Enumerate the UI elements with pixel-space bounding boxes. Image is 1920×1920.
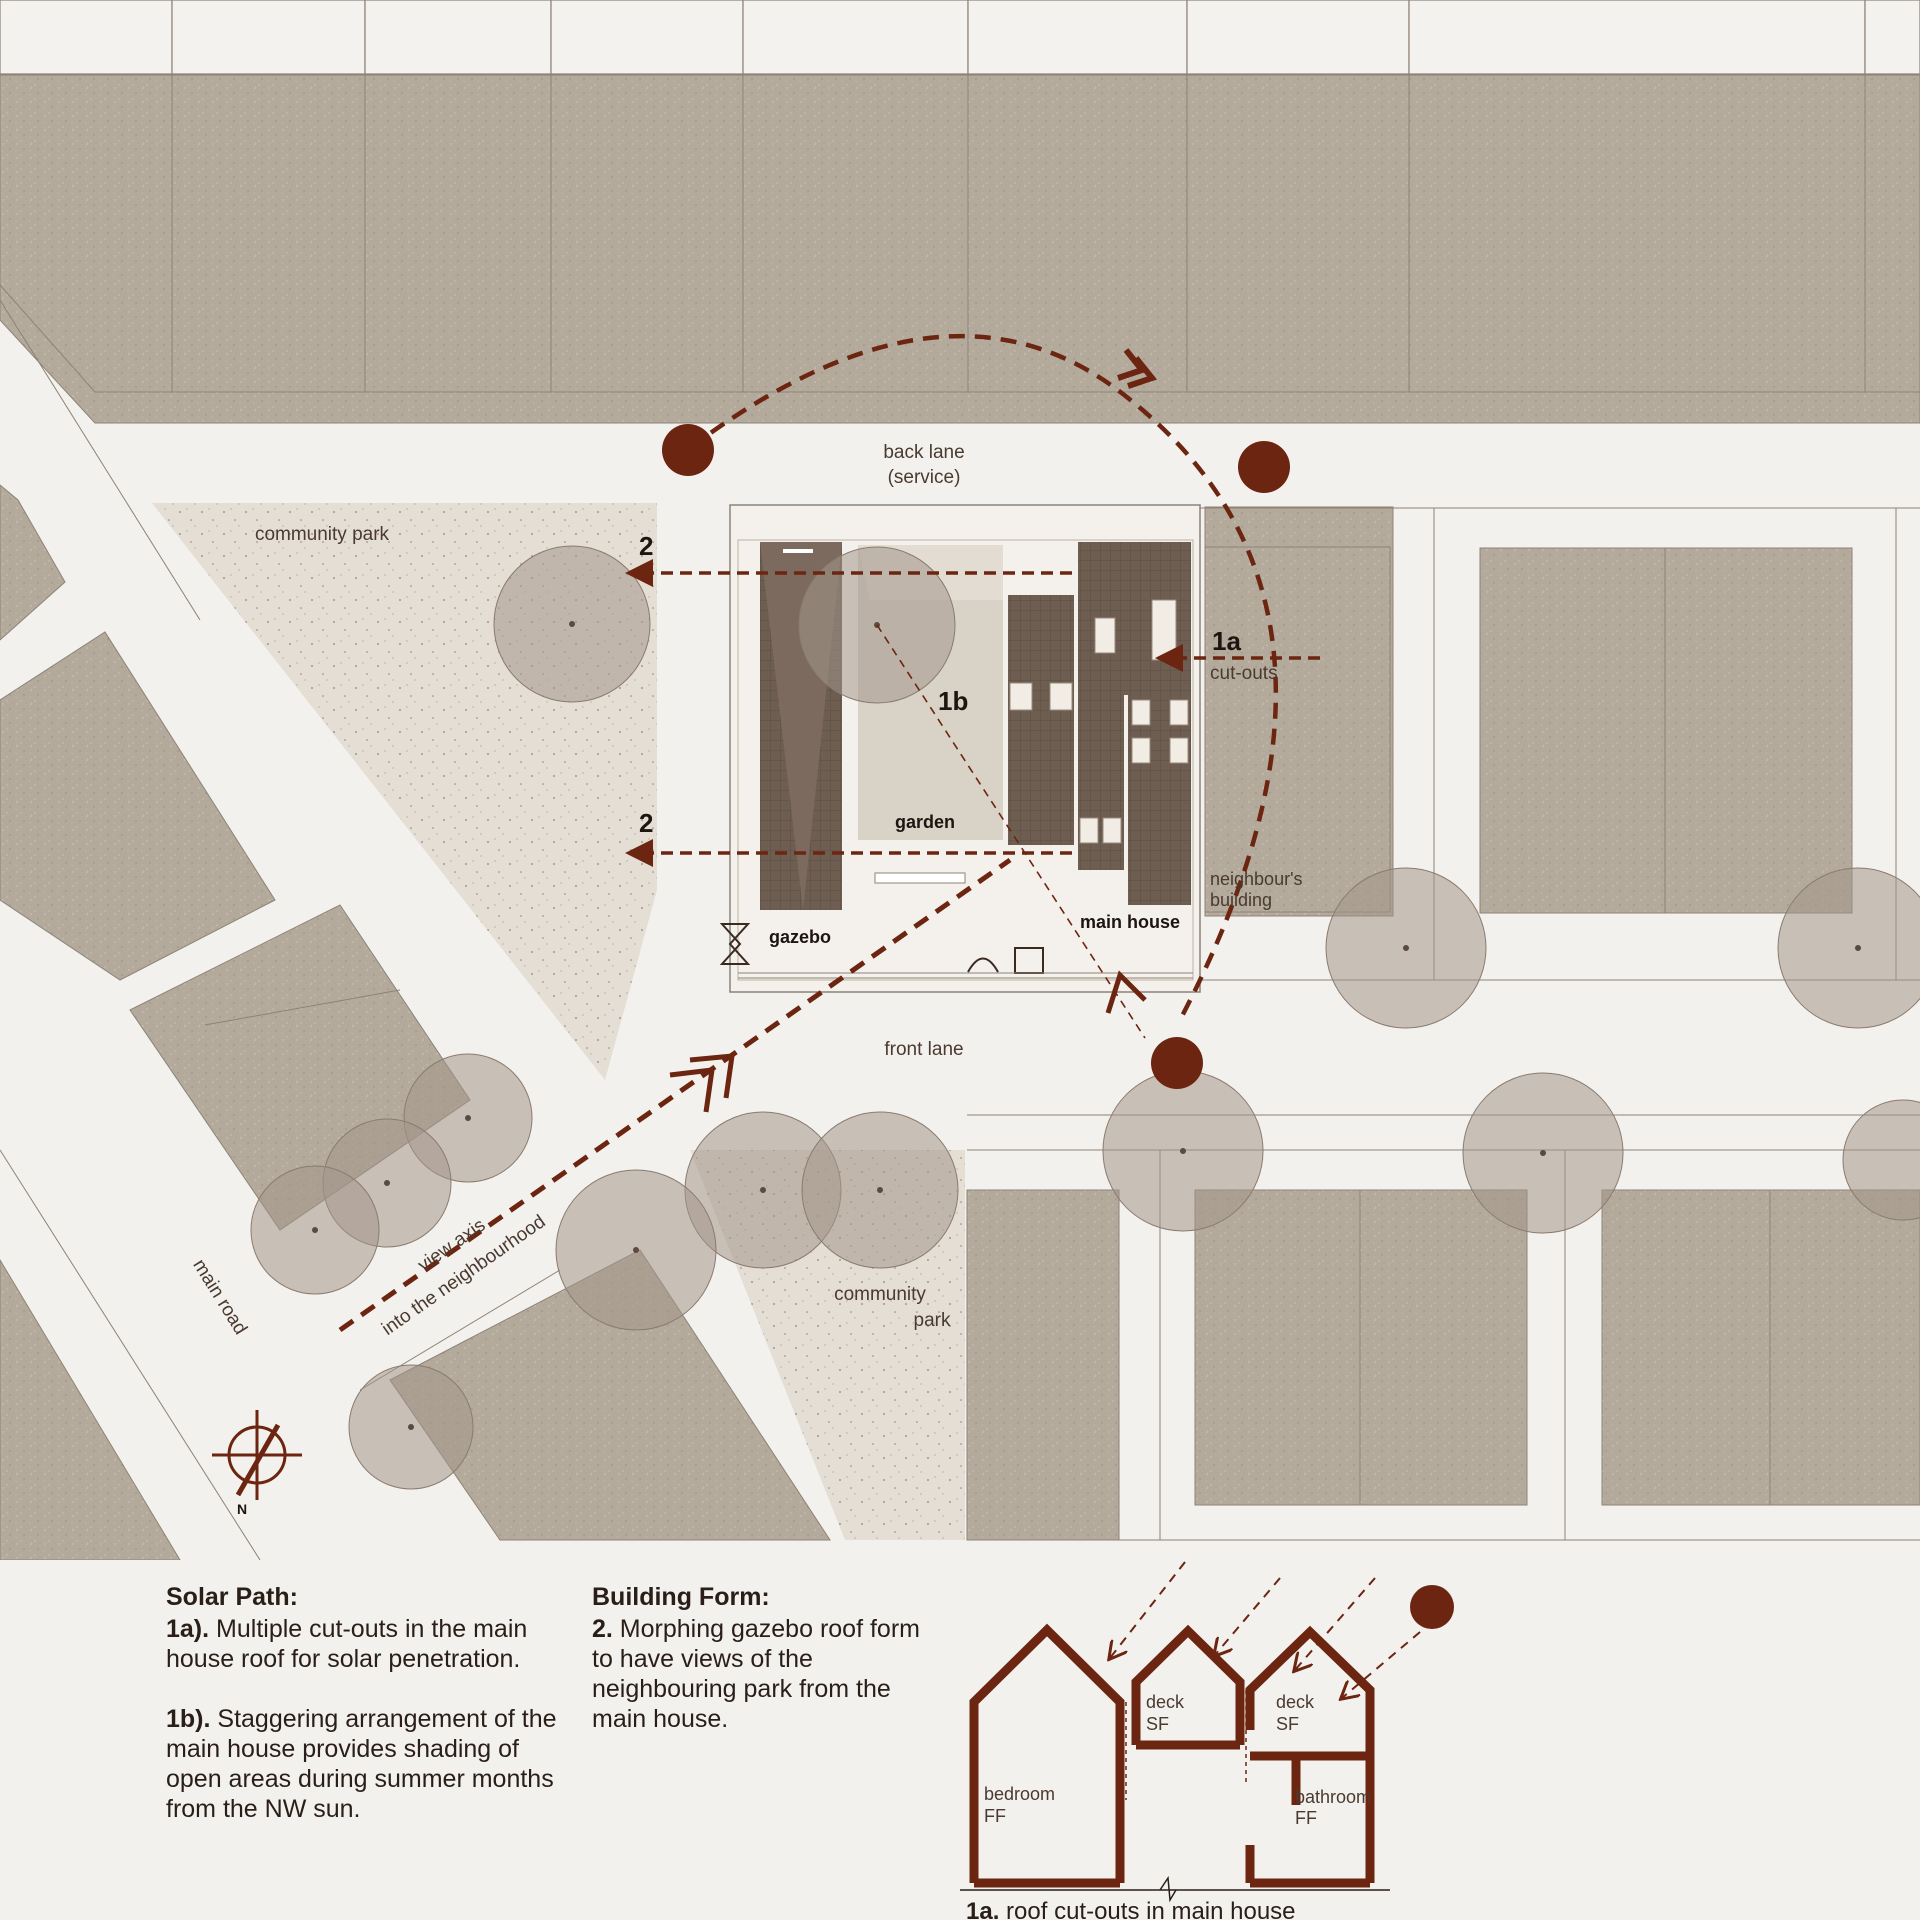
section-caption: 1a. roof cut-outs in main house [966,1898,1296,1920]
section-deck1-sf: SF [1146,1714,1169,1734]
tag-1b: 1b [938,686,968,716]
sun-icon [1410,1585,1454,1629]
left-block-lines [0,299,401,1560]
north-label: N [237,1501,247,1517]
form-note-2-number: 2. [592,1615,613,1643]
site-lot [719,504,1201,993]
section-deck2-label: deck [1276,1692,1315,1712]
section-bedroom-ff: FF [984,1806,1006,1826]
tag-2-top: 2 [639,531,653,561]
back-lane-label: back lane [883,442,964,463]
section-bathroom-ff: FF [1295,1808,1317,1828]
lower-diagonal-block [389,1249,831,1541]
neighbours-label: neighbour's [1210,869,1303,889]
section-deck2-sf: SF [1276,1714,1299,1734]
front-lane-label: front lane [884,1039,963,1060]
section-bedroom-label: bedroom [984,1784,1055,1804]
main-house-roof-center [1078,695,1124,870]
tag-1a: 1a [1212,626,1241,656]
top-parcels [0,0,1920,75]
view-axis-arrow [338,857,1012,1333]
site-plan-map: back lane (service) front lane community… [0,0,1920,1560]
main-house-roof-west [1008,595,1074,845]
back-lane-sub-label: (service) [888,467,961,488]
main-house-label: main house [1080,912,1180,932]
community-park-label: community park [255,524,390,545]
solar-path-heading: Solar Path: [166,1583,298,1611]
solar-note-1a: 1a). Multiple cut-outs in the main house… [166,1614,566,1674]
form-note-2: 2. Morphing gazebo roof form to have vie… [592,1614,932,1734]
solar-note-1a-number: 1a). [166,1615,210,1643]
north-arrow [212,1410,302,1500]
building-form-heading: Building Form: [592,1583,770,1611]
gazebo-label: gazebo [769,927,831,947]
solar-note-1b-number: 1b). [166,1705,211,1733]
top-block [0,74,1920,424]
section-diagram: bedroom FF deck SF deck SF bathroom FF 1… [960,1561,1454,1920]
solar-note-1b: 1b). Staggering arrangement of the main … [166,1704,566,1824]
neighbours-sub-label: building [1210,890,1272,910]
solar-path-notes: Solar Path: 1a). Multiple cut-outs in th… [166,1582,566,1824]
form-note-2-text: Morphing gazebo roof form to have views … [592,1615,920,1733]
shade-line [876,624,1146,1039]
section-bathroom-label: bathroom [1295,1787,1371,1807]
neighbours-building [1204,546,1391,913]
section-caption-number: 1a. [966,1898,999,1920]
view-arrows [625,559,1320,867]
community-park-2-label: community [834,1284,926,1305]
section-caption-text: roof cut-outs in main house [999,1898,1295,1920]
right-parcels-south [966,1114,1920,1541]
section-deck1-label: deck [1146,1692,1185,1712]
sun-positions [662,424,1290,1089]
community-park-2-sub-label: park [914,1310,951,1331]
main-house-roof-south [1128,695,1191,905]
tag-2-bottom: 2 [639,808,653,838]
solar-note-1a-text: Multiple cut-outs in the main house roof… [166,1615,528,1673]
garden-label: garden [895,812,955,832]
solar-note-1b-text: Staggering arrangement of the main house… [166,1705,557,1823]
building-form-notes: Building Form: 2. Morphing gazebo roof f… [592,1582,932,1734]
solar-path-arc [688,333,1279,1022]
tag-cutouts: cut-outs [1210,663,1278,684]
